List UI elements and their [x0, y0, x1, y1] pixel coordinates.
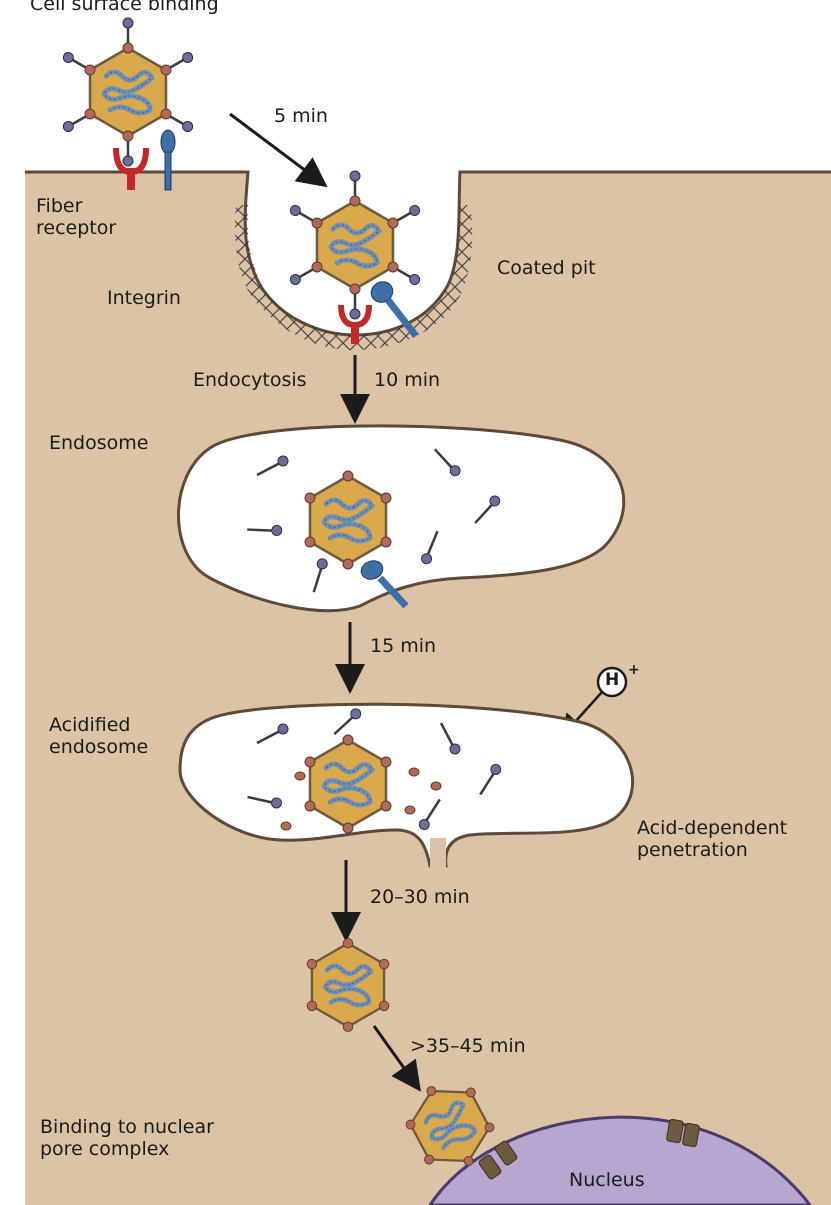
coated-pit-label: Coated pit [497, 258, 596, 280]
integrin-label: Integrin [107, 288, 181, 310]
acid-dependent-label-line2: penetration [637, 840, 787, 862]
time-15-label: 15 min [370, 636, 436, 658]
fiber-receptor-label: Fiber receptor [36, 196, 116, 240]
title-label: Cell surface binding [30, 0, 219, 16]
npc-binding-label: Binding to nuclear pore complex [40, 1117, 214, 1161]
fiber-receptor-label-line1: Fiber [36, 196, 116, 218]
acid-dependent-label-line1: Acid-dependent [637, 818, 787, 840]
acid-dependent-label: Acid-dependent penetration [637, 818, 787, 862]
time-5-label: 5 min [274, 106, 328, 128]
time-35-45-label: >35–45 min [410, 1036, 526, 1058]
proton-label: H [605, 671, 619, 691]
time-10-label: 10 min [374, 370, 440, 392]
acidified-endosome-label: Acidified endosome [49, 715, 148, 759]
npc-binding-label-line1: Binding to nuclear [40, 1117, 214, 1139]
nucleus-label: Nucleus [569, 1170, 645, 1192]
endocytosis-label: Endocytosis [193, 370, 307, 392]
pit-virion [289, 171, 422, 319]
proton-charge-label: + [628, 662, 640, 678]
endosome-label: Endosome [49, 433, 148, 455]
fiber-receptor-label-line2: receptor [36, 218, 116, 240]
acidified-endosome-label-line2: endosome [49, 737, 148, 759]
time-20-30-label: 20–30 min [370, 887, 470, 909]
pit-integrin [367, 278, 416, 336]
npc-binding-label-line2: pore complex [40, 1139, 214, 1161]
acidified-endosome-label-line1: Acidified [49, 715, 148, 737]
